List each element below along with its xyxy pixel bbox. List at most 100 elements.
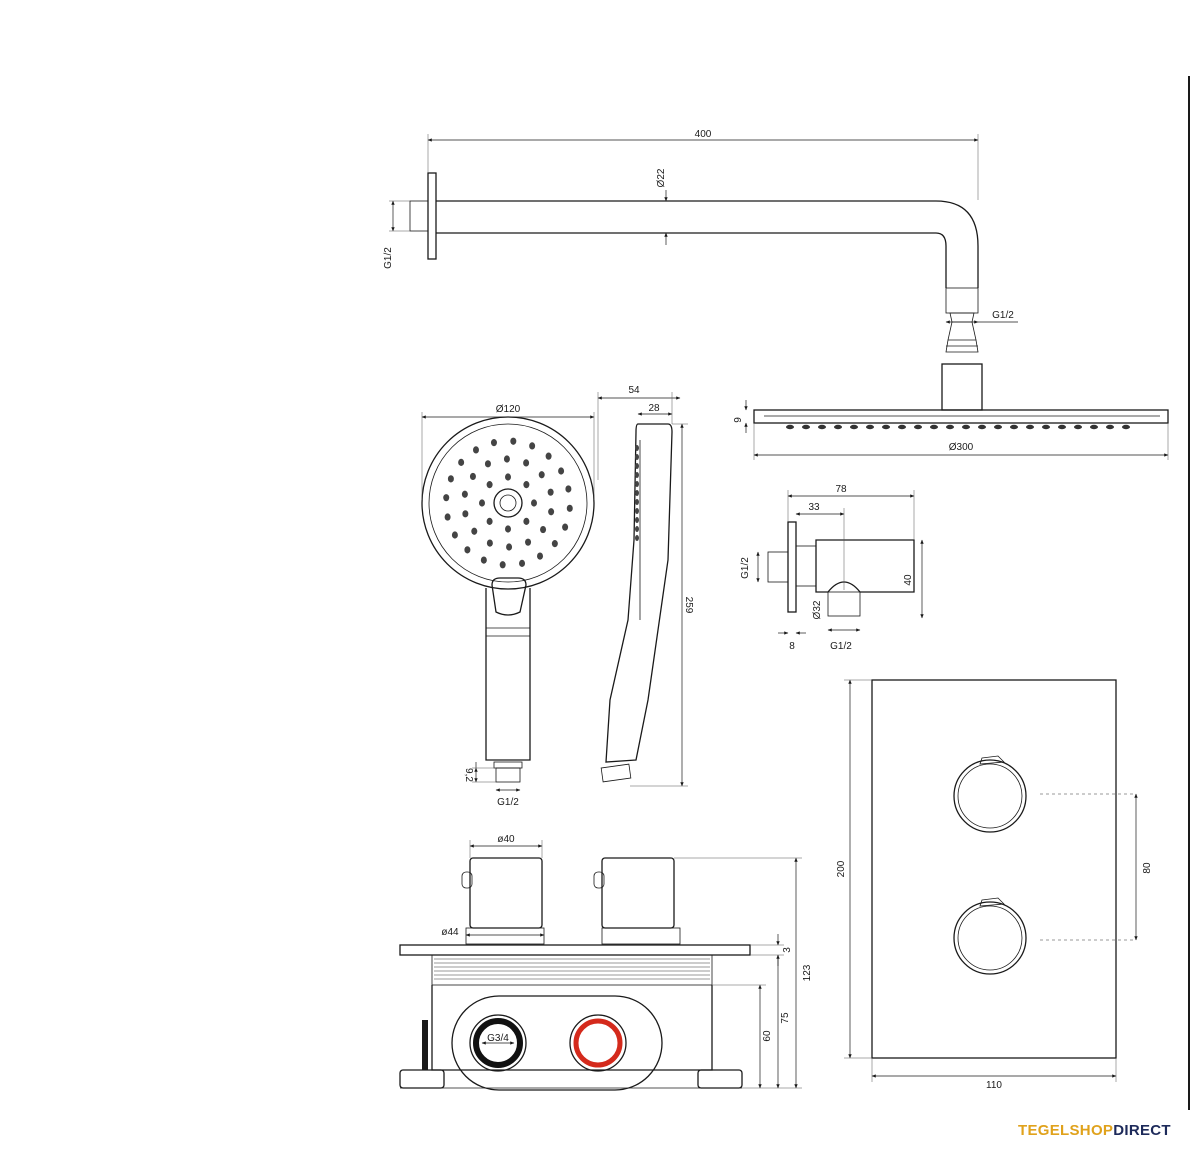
dim-hand-tip: 28	[648, 403, 660, 414]
spray-hole	[525, 538, 532, 546]
dim-arm-thread: G1/2	[992, 310, 1014, 321]
spray-hole	[469, 472, 476, 481]
knob-right	[601, 857, 675, 929]
dim-plate-height: 200	[836, 860, 847, 877]
spray-hole	[486, 517, 493, 525]
dim-knob-spacing: 80	[1142, 862, 1153, 874]
hot-ring	[573, 1018, 623, 1068]
dim-hand-depth: 54	[628, 385, 640, 396]
brand-logo: TEGELSHOPDIRECT	[1018, 1122, 1171, 1139]
spray-hole	[451, 531, 458, 539]
dim-outlet-diameter: Ø32	[812, 600, 823, 619]
nozzle	[946, 424, 954, 430]
arm-bottom-line	[436, 232, 947, 288]
side-hole	[635, 490, 639, 496]
outlet-body	[815, 539, 915, 593]
dim-plate-knob-diameter: ø44	[441, 927, 459, 938]
nozzle	[1122, 424, 1130, 430]
dim-wall-thread: G1/2	[383, 247, 394, 269]
knob-left	[469, 857, 543, 929]
spray-hole	[538, 471, 545, 479]
side-hole	[635, 445, 639, 451]
dim-head-height: 9	[733, 417, 744, 423]
spray-hole	[462, 510, 469, 518]
spray-hole	[540, 525, 547, 534]
side-hole	[635, 463, 639, 469]
wall-outlet-view: 78 33 G1/2 40 Ø32 8 G1/2	[740, 484, 924, 652]
spray-hole	[551, 540, 558, 548]
wall-flange	[427, 172, 437, 260]
nozzle	[914, 424, 922, 430]
outlet-wall-plate	[787, 521, 797, 613]
dim-hand-length: 259	[683, 597, 694, 614]
spray-hole	[531, 499, 537, 507]
spray-hole	[480, 556, 487, 564]
nozzle	[1074, 424, 1082, 430]
head-swivel	[941, 363, 983, 411]
front-knob-bottom	[953, 901, 1027, 975]
spray-hole	[486, 539, 493, 547]
shower-arm-view: 400 Ø22 G1/2 G1/2	[383, 129, 1018, 411]
spray-hole	[458, 458, 465, 466]
hand-shower-front: Ø120 9,2 G1/2	[421, 404, 595, 808]
spray-hole	[471, 527, 478, 535]
side-hole	[635, 472, 639, 478]
side-hole	[635, 535, 639, 541]
nozzle	[818, 424, 826, 430]
dim-box-cover: 3	[782, 947, 793, 953]
dim-hand-thread-height: 9,2	[463, 768, 474, 782]
dim-knob-diameter: ø40	[497, 834, 515, 845]
outlet-thread-out	[827, 591, 861, 617]
dim-outlet-height: 40	[903, 574, 914, 586]
side-hole	[635, 454, 639, 460]
spray-hole	[472, 446, 479, 454]
arm-thread	[945, 287, 979, 314]
spray-hole	[505, 525, 511, 533]
spray-hole	[566, 504, 573, 512]
dim-head-diameter: Ø300	[949, 442, 974, 453]
spray-hole	[562, 523, 569, 531]
spray-hole	[537, 552, 544, 560]
side-hole	[635, 526, 639, 532]
dim-box-body: 60	[762, 1030, 773, 1042]
spray-hole	[545, 452, 552, 460]
nozzle	[866, 424, 874, 430]
outlet-thread-in	[767, 551, 789, 583]
wall-thread	[409, 200, 429, 232]
dim-outlet-thread-in: G1/2	[740, 557, 751, 579]
hand-thread	[495, 767, 521, 783]
nozzle	[962, 424, 970, 430]
side-hole	[635, 517, 639, 523]
box-body	[431, 985, 713, 1071]
thermostat-box-view: G3/4 ø40 ø44 123 3 75 60	[399, 834, 813, 1091]
spray-hole	[444, 513, 451, 521]
nozzle	[994, 424, 1002, 430]
spray-hole	[523, 459, 530, 467]
spray-hole	[484, 460, 491, 468]
spray-hole	[499, 561, 506, 569]
arm-top-line	[436, 200, 979, 288]
spray-hole	[523, 481, 530, 489]
hand-shower-side: 54 28 259	[597, 385, 694, 787]
spray-hole	[443, 494, 450, 502]
hand-handle	[485, 588, 531, 761]
nozzle	[802, 424, 810, 430]
thermostat-front-view: 80 200 110	[836, 679, 1153, 1091]
nozzle	[1058, 424, 1066, 430]
nozzle	[930, 424, 938, 430]
mode-button	[491, 577, 527, 616]
brand-part-2: DIRECT	[1113, 1122, 1171, 1139]
nozzle	[978, 424, 986, 430]
spray-hole	[547, 488, 554, 496]
spray-hole	[461, 490, 468, 498]
front-knob-top	[953, 759, 1027, 833]
spray-hole	[464, 546, 471, 554]
side-hole	[635, 499, 639, 505]
hand-shower-face	[421, 416, 595, 590]
cold-ring	[473, 1018, 523, 1068]
nozzle	[1090, 424, 1098, 430]
spray-hole	[558, 467, 565, 475]
dim-box-inlet: G3/4	[487, 1033, 509, 1044]
